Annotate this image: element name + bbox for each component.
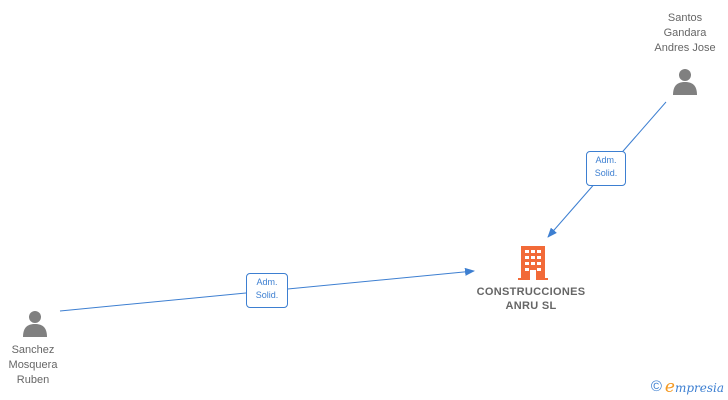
brand-rest: mpresia [674, 380, 724, 395]
edge-label-left-to-company[interactable]: Adm. Solid. [246, 273, 288, 308]
brand-initial: e [664, 376, 675, 397]
empresia-watermark: © empresia [651, 377, 724, 397]
edge-label-top-to-company[interactable]: Adm. Solid. [586, 151, 626, 186]
person-left-name: Sanchez Mosquera Ruben [8, 344, 58, 386]
person-icon[interactable] [21, 309, 49, 337]
person-top-name: Santos Gandara Andres Jose [654, 12, 716, 54]
building-icon[interactable] [518, 246, 548, 280]
empresia-logo: empresia [665, 377, 724, 398]
copyright-symbol: © [650, 378, 662, 395]
company-name[interactable]: CONSTRUCCIONES ANRU SL [476, 286, 586, 312]
person-icon[interactable] [671, 67, 699, 95]
